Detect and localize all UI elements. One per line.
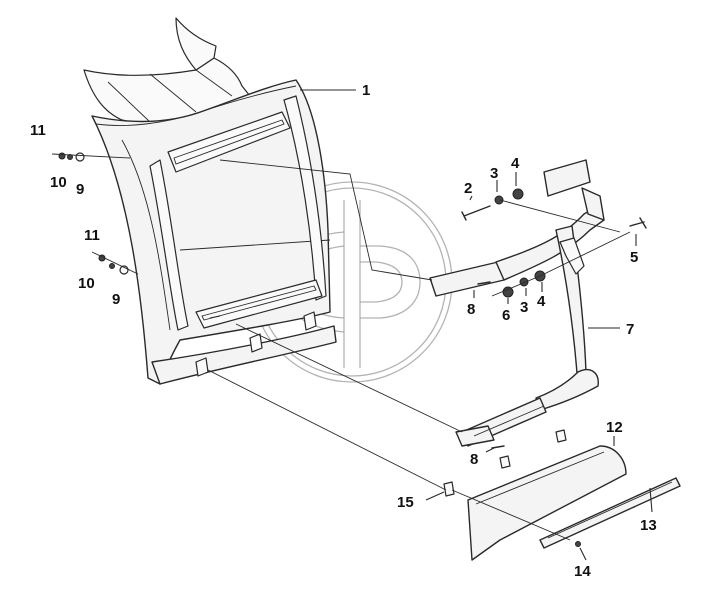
callout-15: 15 bbox=[397, 494, 414, 511]
callout-2: 2 bbox=[464, 180, 472, 197]
part-13-strip bbox=[539, 477, 681, 549]
callout-6: 6 bbox=[502, 307, 510, 324]
callout-9: 9 bbox=[76, 181, 84, 198]
callout-13: 13 bbox=[640, 517, 657, 534]
callout-9: 9 bbox=[112, 291, 120, 308]
hardware-fasteners bbox=[58, 152, 647, 547]
callout-leaders bbox=[300, 89, 653, 561]
callout-3: 3 bbox=[490, 165, 498, 182]
callout-4: 4 bbox=[511, 155, 520, 172]
part-7-support-frame bbox=[429, 159, 605, 447]
callout-8: 8 bbox=[470, 451, 478, 468]
callout-10: 10 bbox=[78, 275, 95, 292]
part-12-mud-flap bbox=[467, 445, 627, 561]
callout-7: 7 bbox=[626, 321, 634, 338]
callout-8: 8 bbox=[467, 301, 475, 318]
callout-4: 4 bbox=[537, 293, 546, 310]
assembly-lines bbox=[51, 153, 631, 541]
callout-1: 1 bbox=[362, 82, 370, 99]
callout-12: 12 bbox=[606, 419, 623, 436]
callout-11: 11 bbox=[84, 227, 100, 244]
callout-10: 10 bbox=[50, 174, 67, 191]
callout-labels: 1 2 3 4 5 6 3 4 7 8 8 9 10 11 9 10 11 12… bbox=[30, 82, 657, 580]
callout-5: 5 bbox=[630, 249, 638, 266]
part-1-main-panel bbox=[83, 17, 337, 385]
callout-11: 11 bbox=[30, 122, 46, 139]
callout-3: 3 bbox=[520, 299, 528, 316]
callout-14: 14 bbox=[574, 563, 591, 580]
